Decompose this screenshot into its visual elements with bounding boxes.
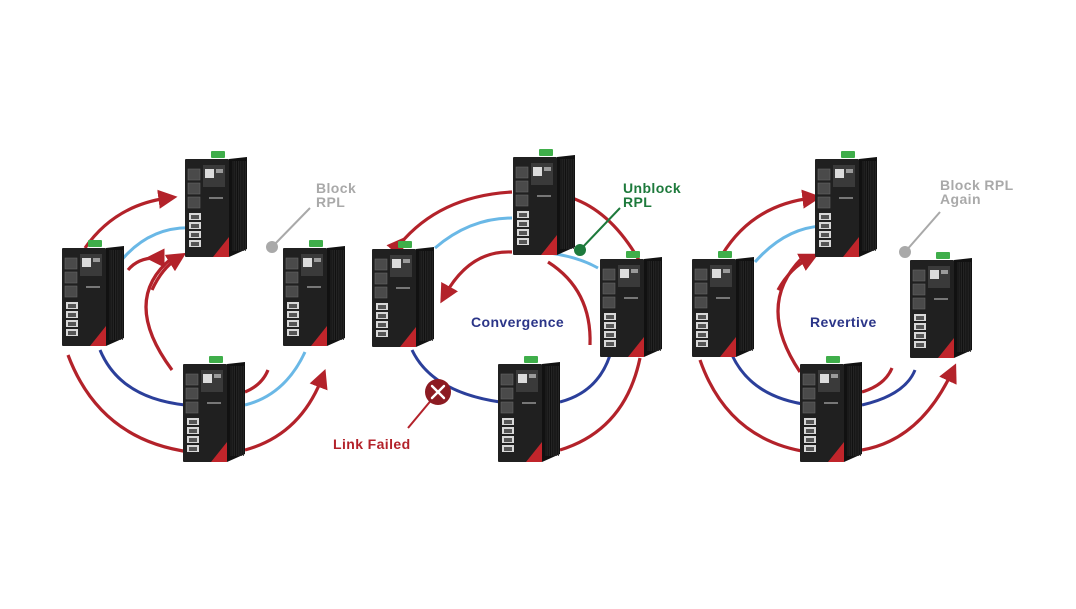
block-rpl-again-label-line2: Again: [940, 191, 981, 207]
traffic-arrow-outer-right: [559, 357, 642, 452]
block-rpl-again-label-line1: Block RPL: [940, 177, 1014, 193]
industrial-switch-icon: [283, 240, 345, 346]
traffic-arrow-inner-left: [440, 250, 513, 304]
block-rpl-again-label: Block RPL Again: [940, 178, 1014, 206]
traffic-arrow-outer-right: [861, 363, 957, 452]
industrial-switch-icon: [815, 151, 877, 257]
block-pointer-dot: [266, 241, 278, 253]
traffic-arrow-inner-left: [144, 256, 174, 371]
traffic-arrow-inner-right: [244, 369, 270, 394]
block-pointer-line: [904, 211, 941, 253]
traffic-arrow-inner-up: [150, 252, 187, 291]
traffic-arrow-inner-right: [547, 260, 592, 346]
convergence-label: Convergence: [471, 314, 565, 330]
industrial-switch-icon: [62, 240, 124, 346]
ring-link-light-blue: [244, 351, 307, 407]
block-pointer-line: [271, 207, 311, 248]
traffic-arrow-outer-bottom: [698, 359, 809, 454]
ring-link-dark-blue: [559, 354, 612, 404]
traffic-arrow-outer-top: [83, 189, 178, 249]
industrial-switch-icon: [185, 151, 247, 257]
ring-link-light-blue: [434, 216, 513, 250]
block-pointer-dot: [899, 246, 911, 258]
industrial-switch-icon: [372, 241, 434, 347]
switch-layer: [62, 149, 972, 462]
unblock-rpl-label: Unblock RPL: [623, 181, 681, 209]
ring-link-dark-blue: [730, 354, 811, 407]
industrial-switch-icon: [800, 356, 862, 462]
revertive-label: Revertive: [810, 314, 877, 330]
industrial-switch-icon: [692, 251, 754, 357]
industrial-switch-icon: [513, 149, 575, 255]
ring-link-light-blue: [753, 224, 823, 263]
ring-link-light-blue: [118, 226, 196, 263]
diagram-failure: [386, 190, 642, 452]
diagram-revert: [698, 189, 957, 454]
industrial-switch-icon: [600, 251, 662, 357]
unblock-rpl-label-line2: RPL: [623, 194, 653, 210]
unblock-pointer-dot: [574, 244, 586, 256]
traffic-arrow-inner-top: [126, 248, 165, 272]
link-failed-label: Link Failed: [333, 436, 411, 452]
traffic-arrow-inner-left: [776, 256, 804, 373]
ring-link-dark-blue: [98, 349, 186, 407]
traffic-arrow-outer-bottom: [66, 354, 191, 454]
traffic-arrow-outer-top: [720, 189, 822, 256]
block-rpl-label-line2: RPL: [316, 194, 346, 210]
traffic-arrow-outer-right: [244, 369, 328, 452]
unblock-rpl-label-line1: Unblock: [623, 180, 682, 196]
traffic-arrow-inner-right: [861, 367, 894, 394]
industrial-switch-icon: [183, 356, 245, 462]
industrial-switch-icon: [910, 252, 972, 358]
block-rpl-label-line1: Block: [316, 180, 357, 196]
block-rpl-label: Block RPL: [316, 181, 356, 209]
x-mark-icon: [425, 379, 451, 405]
traffic-arrow-outer-top: [386, 190, 513, 258]
unblock-pointer-line: [579, 207, 621, 251]
ring-link-dark-blue: [861, 369, 917, 407]
industrial-switch-icon: [498, 356, 560, 462]
diagram-normal: [66, 189, 328, 454]
